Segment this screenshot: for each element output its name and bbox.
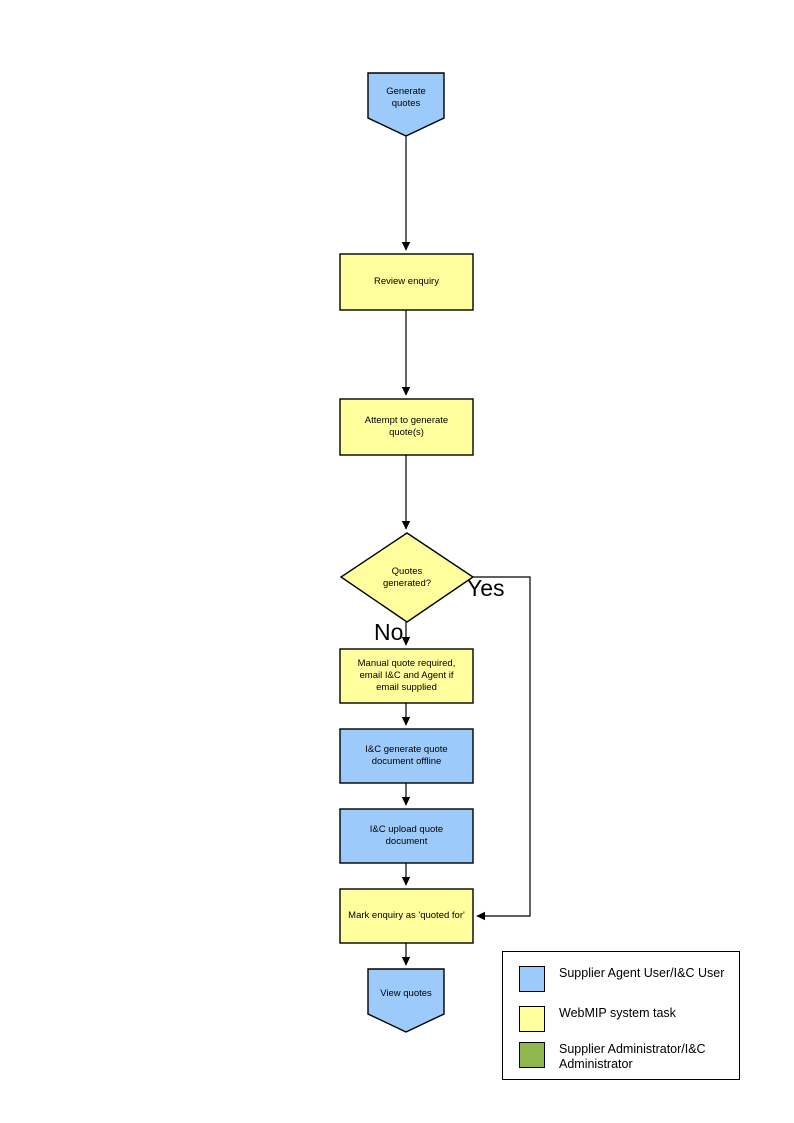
legend-swatch-system-task [519, 1006, 545, 1032]
node-shape-ic-upload-quote-document[interactable] [339, 808, 474, 864]
legend-swatch-user-task [519, 966, 545, 992]
node-shape-quotes-generated-decision[interactable] [339, 532, 475, 623]
node-shape-review-enquiry[interactable] [339, 253, 474, 311]
branch-label-yes: Yes [467, 575, 505, 601]
legend-label-system-task: WebMIP system task [559, 1006, 676, 1020]
node-shape-manual-quote-required[interactable] [339, 648, 474, 704]
node-shapes [339, 72, 475, 1033]
legend-label-admin-task: Supplier Administrator/I&C Administrator [559, 1042, 706, 1071]
connectors [401, 136, 531, 966]
legend-item-admin-task: Supplier Administrator/I&C Administrator [519, 1042, 725, 1072]
node-shape-attempt-generate-quotes[interactable] [339, 398, 474, 456]
node-shape-view-quotes[interactable] [367, 968, 445, 1033]
legend-swatch-admin-task [519, 1042, 545, 1068]
legend-label-user-task: Supplier Agent User/I&C User [559, 966, 725, 980]
node-shape-ic-generate-quote-offline[interactable] [339, 728, 474, 784]
node-shape-generate-quotes[interactable] [367, 72, 445, 137]
legend-item-system-task: WebMIP system task [519, 1006, 725, 1032]
connector-decision-yes-to-mark [473, 576, 531, 921]
branch-label-no: No [374, 619, 404, 645]
legend-item-user-task: Supplier Agent User/I&C User [519, 966, 725, 992]
node-shape-mark-enquiry-quoted-for[interactable] [339, 888, 474, 944]
legend: Supplier Agent User/I&C User WebMIP syst… [502, 951, 740, 1080]
